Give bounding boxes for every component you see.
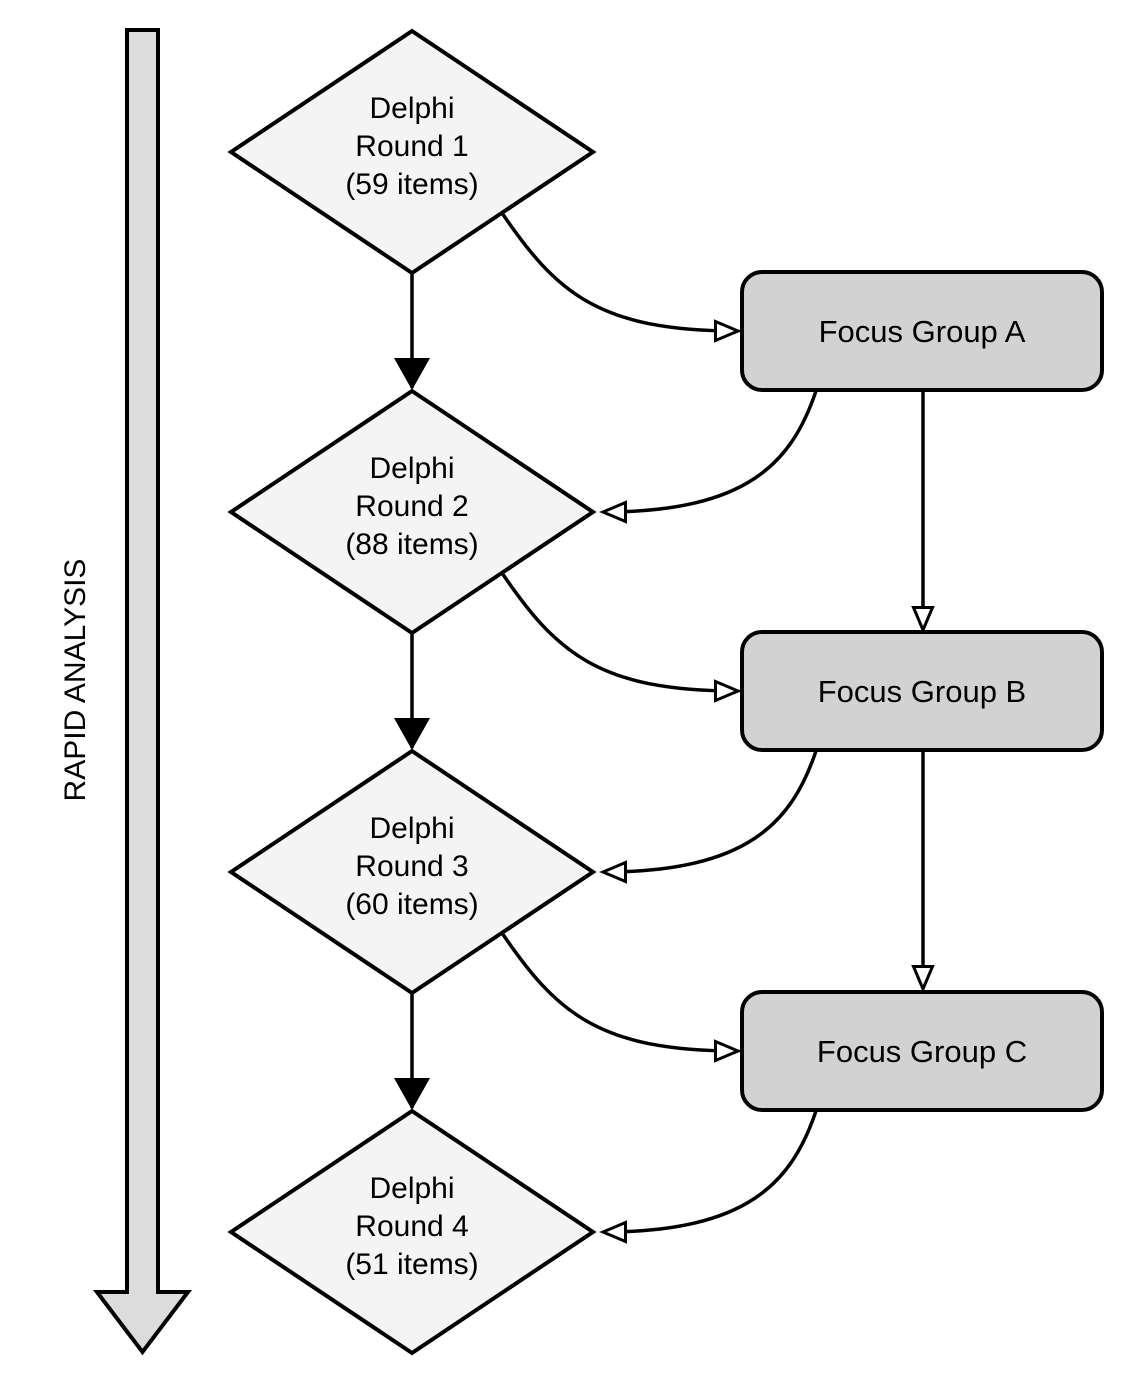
delphi-round-4-label-line3: (51 items): [345, 1248, 478, 1281]
delphi-round-4-label-line1: Delphi: [369, 1172, 454, 1205]
delphi-round-3-label-line2: Round 3: [355, 850, 468, 883]
focus-group-c-node: [740, 990, 1104, 1112]
rapid-analysis-arrow: [92, 28, 193, 1356]
arrow-round3-to-focus-c: [500, 932, 742, 1063]
focus-group-b-node: [740, 630, 1104, 752]
arrow-round1-to-focus-a: [500, 212, 742, 343]
arrow-focus-a-to-round2: [599, 390, 818, 524]
delphi-round-2-label-line3: (88 items): [345, 528, 478, 561]
delphi-round-3-label-line3: (60 items): [345, 888, 478, 921]
delphi-round-4-node: [227, 1108, 597, 1356]
delphi-round-4-label-line2: Round 4: [355, 1210, 468, 1243]
delphi-round-3-node: [227, 748, 597, 996]
rapid-analysis-label: RAPID ANALYSIS: [59, 559, 92, 802]
delphi-round-2-label-line2: Round 2: [355, 490, 468, 523]
arrow-round2-to-focus-b: [500, 572, 742, 703]
focus-group-c-label: Focus Group C: [817, 1034, 1027, 1069]
delphi-round-1-node: [227, 28, 597, 276]
arrow-focus-c-to-round4: [599, 1110, 818, 1244]
focus-group-b-label: Focus Group B: [818, 674, 1026, 709]
delphi-round-3-label-line1: Delphi: [369, 812, 454, 845]
focus-group-a-node: [740, 270, 1104, 392]
arrow-focus-b-to-round3: [599, 750, 818, 884]
delphi-round-1-label-line1: Delphi: [369, 92, 454, 125]
delphi-round-1-label-line3: (59 items): [345, 168, 478, 201]
delphi-round-2-label-line1: Delphi: [369, 452, 454, 485]
delphi-round-1-label-line2: Round 1: [355, 130, 468, 163]
focus-group-a-label: Focus Group A: [819, 314, 1026, 349]
delphi-round-2-node: [227, 388, 597, 636]
